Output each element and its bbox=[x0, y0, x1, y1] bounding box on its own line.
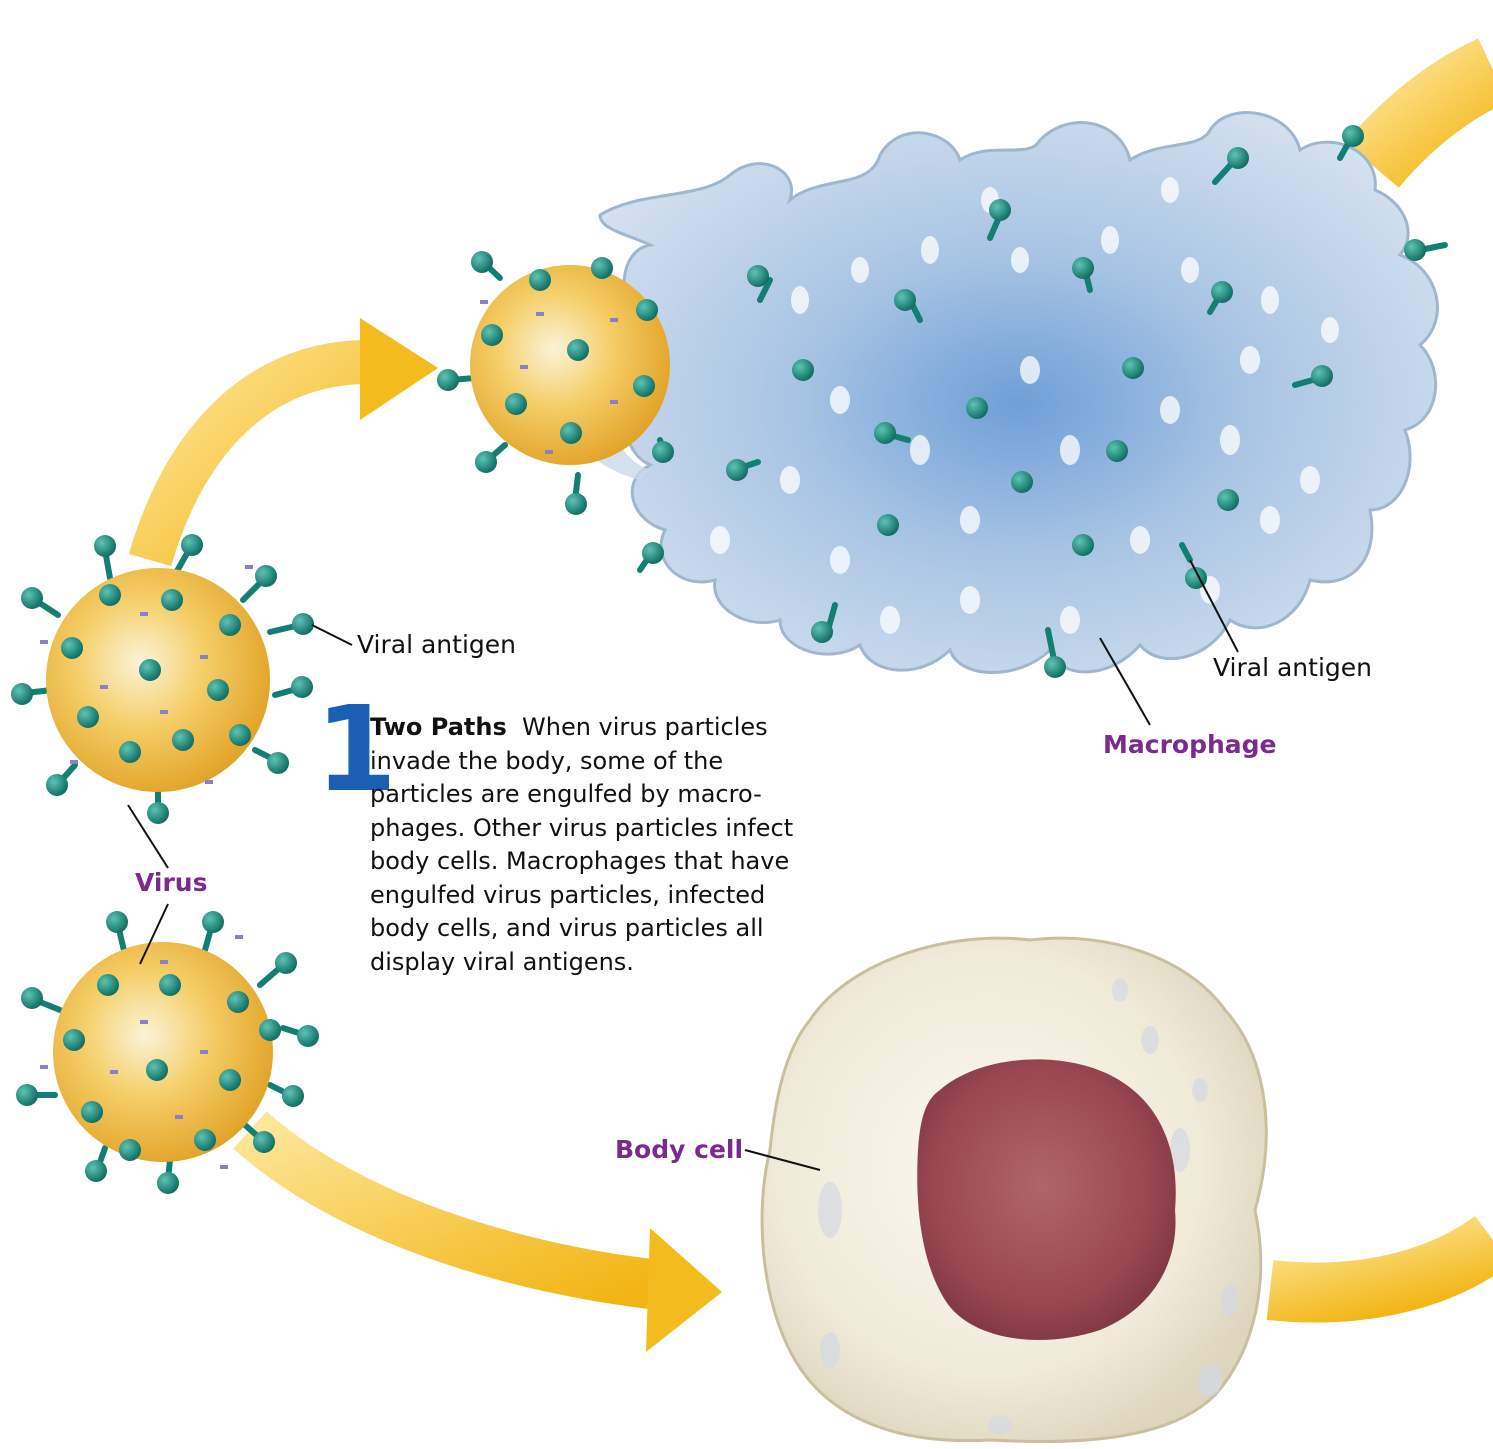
label-virus: Virus bbox=[135, 870, 208, 895]
body-cell bbox=[762, 938, 1266, 1441]
virus-top bbox=[11, 534, 314, 824]
step-title: Two Paths bbox=[370, 713, 507, 741]
label-viral-antigen-right: Viral antigen bbox=[1213, 655, 1372, 680]
label-body-cell: Body cell bbox=[615, 1137, 743, 1162]
step-body: When virus particles invade the body, so… bbox=[370, 713, 793, 976]
macrophage bbox=[560, 113, 1445, 678]
label-macrophage: Macrophage bbox=[1103, 732, 1277, 757]
label-viral-antigen-left: Viral antigen bbox=[357, 632, 516, 657]
arrow-bottom-right-exit bbox=[1270, 1240, 1493, 1293]
step-paragraph: Two Paths When virus particles invade th… bbox=[370, 711, 830, 979]
arrow-top-right-exit bbox=[1372, 70, 1493, 165]
nucleus bbox=[917, 1059, 1176, 1340]
arrow-virus-to-macrophage bbox=[150, 318, 438, 560]
